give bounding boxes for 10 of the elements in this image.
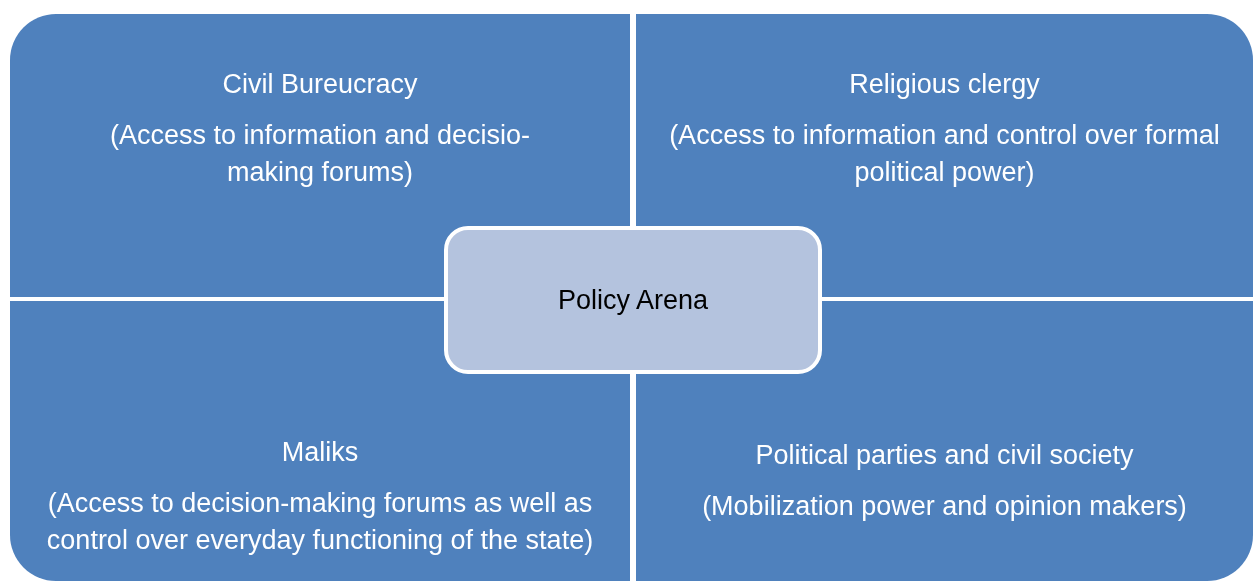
center-box (444, 226, 822, 374)
center-label: Policy Arena (557, 284, 709, 316)
quadrant-description: (Access to information and decisio- making forums) (108, 119, 532, 189)
quadrant-description: (Access to information and control over formal political power) (668, 119, 1221, 189)
quadrant-description: (Access to decision-making forums as well as control over everyday functioning of the state) (45, 487, 595, 557)
quadrant-heading: Political parties and civil society (755, 439, 1134, 472)
quadrant-heading: Religious clergy (849, 68, 1040, 101)
quadrant-heading: Civil Bureucracy (222, 68, 418, 101)
quadrant-description: (Mobilization power and opinion makers) (702, 490, 1187, 523)
quadrant-heading: Maliks (281, 436, 359, 469)
